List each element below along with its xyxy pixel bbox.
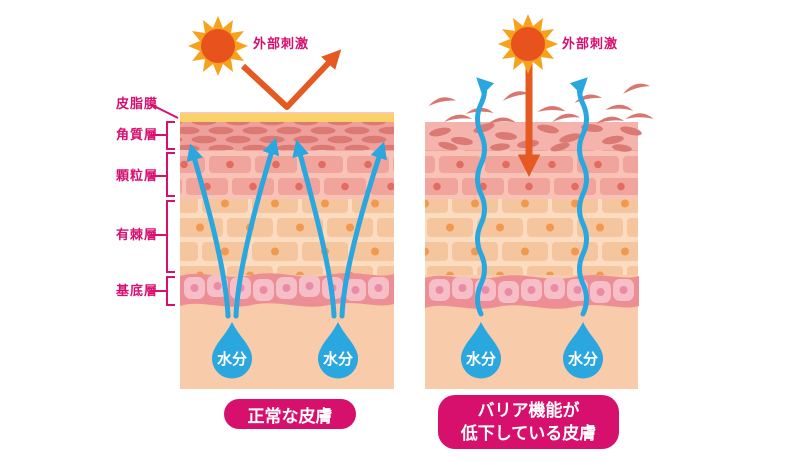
caption-barrier-line2: 低下している皮膚: [460, 424, 597, 443]
right-skin-panel: 水分 水分: [425, 77, 654, 389]
moisture-label: 水分: [323, 350, 353, 368]
skin-flake-icons: [427, 81, 654, 126]
right-horny-layer-disrupted: [425, 122, 642, 152]
layer-label-stratum-corneum: 角質層: [115, 127, 158, 142]
external-stimulus-label-right: 外部刺激: [562, 36, 619, 51]
sun-icon: [188, 16, 248, 76]
external-stimulus-label-left: 外部刺激: [253, 36, 310, 51]
left-granular-layer: [180, 150, 394, 199]
moisture-label: 水分: [217, 350, 247, 368]
caption-barrier-weakened-skin: バリア機能が 低下している皮膚: [438, 395, 619, 449]
layer-label-spinous-layer: 有棘層: [115, 227, 158, 242]
left-skin-panel: 水分 水分: [180, 112, 394, 389]
right-basal-layer-band: [425, 275, 639, 309]
caption-barrier-line1: バリア機能が: [477, 401, 580, 420]
right-spinous-layer: [425, 199, 638, 275]
moisture-retained-arrows: [186, 137, 387, 319]
layer-label-sebum-film: 皮脂膜: [115, 96, 158, 111]
left-basal-layer-band: [180, 273, 394, 307]
sun-icon: [498, 14, 558, 74]
layer-brackets: [149, 103, 179, 306]
moisture-label: 水分: [568, 350, 598, 368]
layer-label-granular-layer: 顆粒層: [115, 168, 158, 183]
left-sebum-film: [180, 114, 394, 122]
caption-normal-skin-text: 正常な皮膚: [247, 406, 333, 426]
caption-normal-skin: 正常な皮膚: [224, 399, 356, 429]
layer-label-basal-layer: 基底層: [115, 283, 158, 298]
left-horny-layer: [180, 122, 394, 150]
moisture-escaping-arrows: [475, 77, 589, 317]
stimulus-reflected-arrow: [240, 49, 342, 110]
moisture-label: 水分: [466, 350, 496, 368]
